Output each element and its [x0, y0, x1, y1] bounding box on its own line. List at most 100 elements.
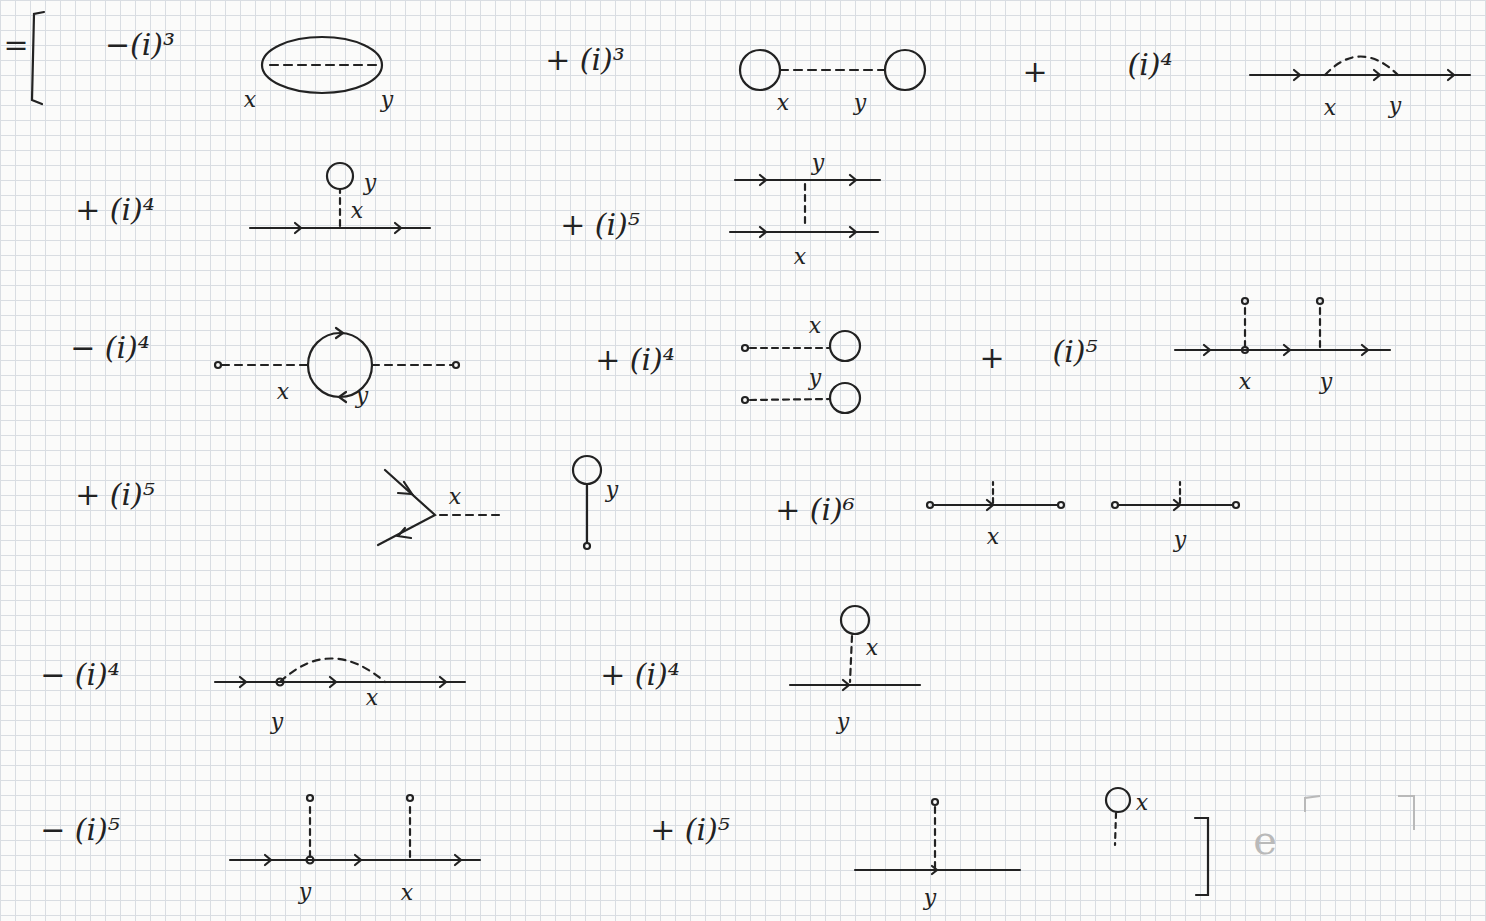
fermion-line — [378, 470, 435, 545]
fermion-loop — [1106, 788, 1130, 812]
photon-line — [750, 399, 829, 400]
arrowhead — [336, 328, 346, 402]
vertex-label: x — [1136, 792, 1148, 814]
coefficient: + (i)³ — [545, 45, 625, 75]
vertex-label: x — [1239, 371, 1251, 393]
arrowhead — [398, 482, 412, 538]
vertex-dot — [932, 799, 938, 805]
fermion-loop — [830, 383, 860, 413]
vertex-label: x — [1324, 97, 1336, 119]
coefficient: + (i)⁵ — [650, 815, 730, 845]
fermion-line — [1250, 74, 1470, 76]
vertex-label: x — [366, 687, 378, 709]
vertex-label: x — [777, 92, 789, 114]
fermion-line — [1118, 504, 1233, 506]
coefficient: + (i)⁵ — [75, 480, 155, 510]
bracket — [1195, 818, 1208, 895]
vertex-label: y — [381, 89, 393, 111]
vertex-label: y — [271, 711, 283, 733]
coefficient: + (i)⁵ — [560, 210, 640, 240]
coefficient: + — [1022, 57, 1047, 87]
photon-line — [1319, 306, 1321, 347]
vertex-label: y — [1174, 529, 1186, 551]
fermion-loop — [262, 37, 382, 93]
arrowhead — [843, 680, 849, 690]
coefficient: − (i)⁵ — [40, 815, 120, 845]
fermion-loop — [740, 50, 780, 90]
arrowhead — [265, 855, 461, 865]
photon-line — [409, 802, 411, 857]
exponential: e — [1253, 820, 1277, 860]
vertex-dot — [407, 795, 413, 801]
fermion-loop — [573, 456, 601, 484]
coefficient: − (i)⁴ — [70, 333, 150, 363]
vertex-label: y — [364, 172, 376, 194]
vertex-dot — [584, 543, 590, 549]
vertex-label: x — [794, 246, 806, 268]
vertex-label: x — [449, 486, 461, 508]
photon-line — [934, 806, 936, 868]
faint-strokes — [1305, 796, 1414, 830]
vertex-dot — [307, 795, 313, 801]
vertex-label: y — [356, 385, 368, 407]
coefficient: (i)⁵ — [1052, 337, 1097, 367]
vertex-dot — [453, 362, 459, 368]
arrowhead — [295, 223, 401, 233]
bracket — [1398, 796, 1414, 830]
coefficient: + (i)⁶ — [775, 495, 855, 525]
vertex-label: y — [924, 887, 936, 909]
photon-line — [372, 364, 452, 366]
propagator-line — [586, 484, 588, 543]
photon-line — [1244, 306, 1246, 347]
photon-line — [270, 64, 376, 66]
fermion-line — [1175, 349, 1390, 351]
vertex-dot — [742, 397, 748, 403]
diagram-strokes — [32, 12, 1470, 895]
vertex-label: y — [854, 92, 866, 114]
coefficient: + (i)⁴ — [75, 195, 155, 225]
photon-line — [780, 69, 885, 71]
arrowhead — [1294, 70, 1454, 80]
bracket — [32, 12, 44, 104]
vertex-label: y — [1320, 371, 1332, 393]
fermion-line — [230, 859, 480, 861]
bracket — [1305, 796, 1320, 812]
vertex-label: y — [606, 479, 618, 501]
photon-line — [1325, 57, 1398, 76]
fermion-loop — [841, 606, 869, 634]
vertex-label: x — [987, 526, 999, 548]
fermion-line — [215, 681, 465, 683]
fermion-loop — [327, 163, 353, 189]
vertex-label: x — [277, 381, 289, 403]
vertex-label: y — [812, 152, 824, 174]
coefficient: + (i)⁴ — [600, 660, 680, 690]
vertex-dot — [1233, 502, 1239, 508]
fermion-loop — [885, 50, 925, 90]
vertex-label: x — [244, 89, 256, 111]
arrowhead — [760, 227, 856, 237]
coefficient: = — [3, 30, 28, 60]
vertex-label: y — [809, 367, 821, 389]
arrowhead — [1204, 345, 1368, 355]
vertex-dot — [1058, 502, 1064, 508]
photon-line — [1179, 482, 1181, 503]
fermion-line — [735, 179, 880, 181]
photon-line — [309, 802, 311, 857]
photon-line — [804, 184, 806, 228]
vertex-dot — [1242, 298, 1248, 304]
vertex-label: y — [299, 881, 311, 903]
arrowhead — [760, 175, 856, 185]
vertex-dot — [1317, 298, 1323, 304]
vertex-dot — [742, 345, 748, 351]
fermion-loop — [830, 331, 860, 361]
photon-line — [750, 347, 829, 349]
vertex-label: x — [401, 882, 413, 904]
photon-line — [440, 514, 505, 516]
vertex-label: x — [809, 315, 821, 337]
fermion-line — [250, 227, 430, 229]
coefficient: (i)⁴ — [1127, 50, 1172, 80]
coefficient: + (i)⁴ — [595, 345, 675, 375]
vertex-label: x — [351, 200, 363, 222]
photon-line — [992, 482, 994, 503]
